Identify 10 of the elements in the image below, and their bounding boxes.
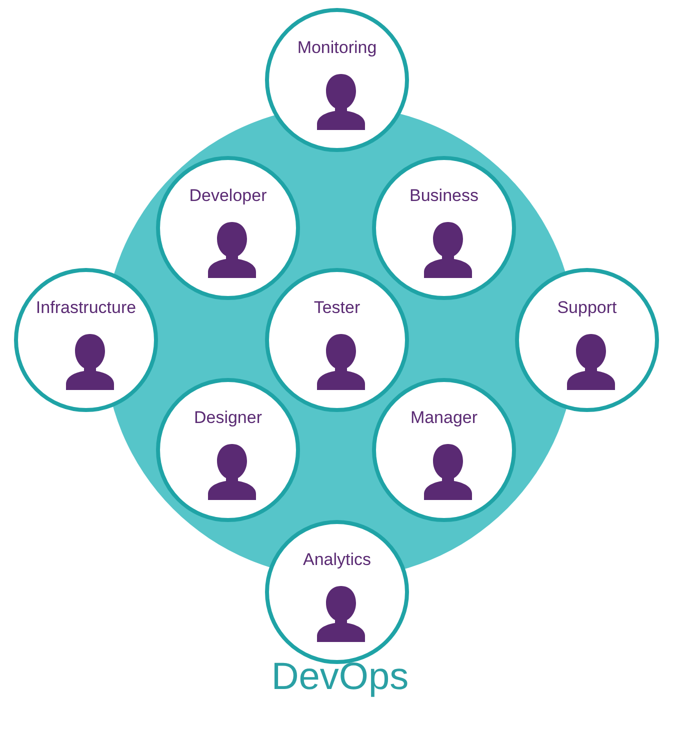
- role-label: Support: [556, 298, 618, 318]
- role-label: Designer: [192, 408, 264, 428]
- role-label: Developer: [188, 186, 268, 206]
- role-label: Tester: [312, 298, 362, 318]
- role-label: Monitoring: [296, 38, 378, 58]
- role-label: Manager: [409, 408, 479, 428]
- role-label: Business: [408, 186, 480, 206]
- role-label: Infrastructure: [34, 298, 138, 318]
- role-label: Analytics: [302, 550, 372, 570]
- diagram-heading: DevOps: [270, 656, 410, 699]
